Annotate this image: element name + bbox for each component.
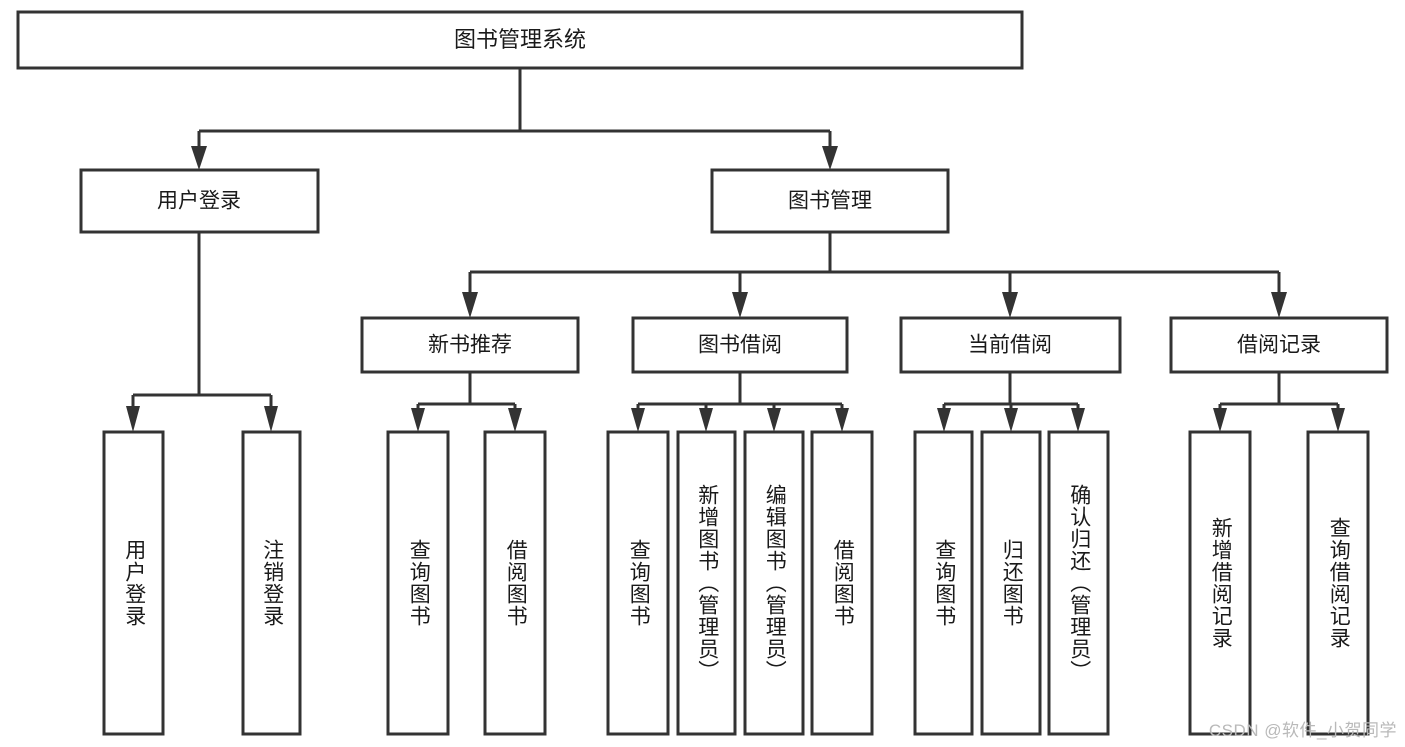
arrow-to-leaf-user-login [126, 406, 140, 432]
node-book-borrow-label: 图书借阅 [698, 334, 782, 357]
node-root[interactable] [16, 10, 1024, 70]
connector-group-new-book-rec-to-leaves [411, 372, 522, 432]
arrow-br-query-record [1331, 408, 1345, 432]
arrow-to-new-book-rec [462, 292, 478, 318]
arrow-cb-confirm-return [1071, 408, 1085, 432]
connector-group-book-borrow-to-leaves [631, 372, 849, 432]
node-borrow-record[interactable] [1169, 316, 1389, 374]
node-book-management[interactable] [710, 168, 950, 234]
arrow-to-leaf-logout [264, 406, 278, 432]
leaf-box-edit-book[interactable] [743, 430, 805, 736]
arrow-to-book-borrow [732, 292, 748, 318]
arrow-bb-query-book [631, 408, 645, 432]
leaf-box-logout[interactable] [241, 430, 302, 736]
node-book-borrow[interactable] [631, 316, 849, 374]
arrow-br-add-record [1213, 408, 1227, 432]
watermark-text: CSDN @软件_小贺同学 [1208, 721, 1397, 740]
leaf-box-return-book[interactable] [980, 430, 1042, 736]
arrow-bb-add-book [699, 408, 713, 432]
arrow-to-current-borrow [1002, 292, 1018, 318]
arrow-cb-query-book [937, 408, 951, 432]
connector-group-user-login-to-leaves [126, 232, 278, 432]
connector-group-root-to-level2 [191, 68, 838, 170]
arrow-bb-borrow-book [835, 408, 849, 432]
connector-group-borrow-record-to-leaves [1213, 372, 1345, 432]
leaf-box-add-book[interactable] [676, 430, 737, 736]
node-new-book-recommend-label: 新书推荐 [428, 334, 512, 357]
node-book-management-label: 图书管理 [788, 190, 872, 213]
connector-group-book-mgmt-to-level3 [462, 232, 1287, 318]
node-new-book-recommend[interactable] [360, 316, 580, 374]
arrow-cb-return-book [1004, 408, 1018, 432]
node-user-login-label: 用户登录 [157, 190, 241, 213]
leaf-box-borrow-book-1[interactable] [483, 430, 547, 736]
leaf-box-user-login[interactable] [102, 430, 165, 736]
leaf-box-add-borrow-record[interactable] [1188, 430, 1252, 736]
arrow-bb-edit-book [767, 408, 781, 432]
leaf-box-borrow-book-2[interactable] [810, 430, 874, 736]
node-user-login[interactable] [79, 168, 320, 234]
arrow-to-user-login [191, 146, 207, 170]
node-root-label: 图书管理系统 [454, 27, 586, 52]
arrow-nbr-borrow-book [508, 408, 522, 432]
node-borrow-record-label: 借阅记录 [1237, 334, 1321, 357]
arrow-nbr-query-book [411, 408, 425, 432]
arrow-to-book-mgmt [822, 146, 838, 170]
leaf-box-query-book-3[interactable] [913, 430, 974, 736]
connector-group-current-borrow-to-leaves [937, 372, 1085, 432]
arrow-to-borrow-record [1271, 292, 1287, 318]
leaf-box-confirm-return[interactable] [1047, 430, 1110, 736]
leaf-box-query-borrow-record[interactable] [1306, 430, 1370, 736]
node-current-borrow-label: 当前借阅 [968, 334, 1052, 357]
leaf-box-query-book-2[interactable] [606, 430, 670, 736]
node-current-borrow[interactable] [899, 316, 1122, 374]
leaf-box-query-book-1[interactable] [386, 430, 450, 736]
